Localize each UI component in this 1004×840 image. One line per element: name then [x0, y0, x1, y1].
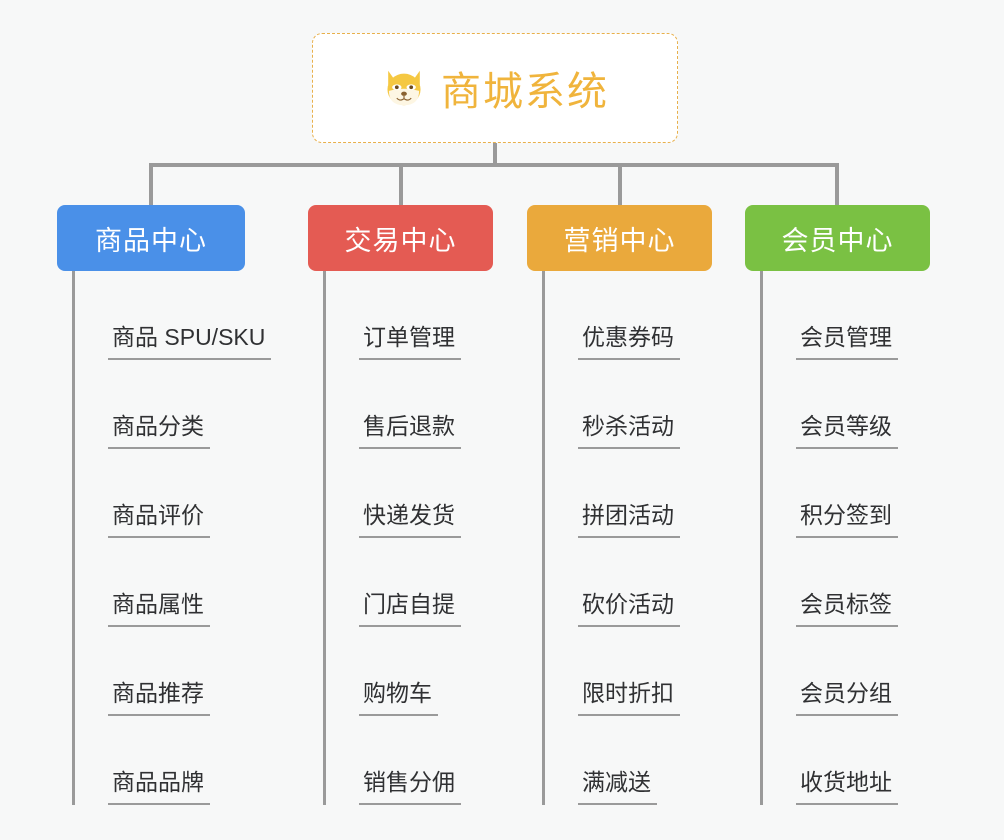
leaf-item-label: 商品属性 [108, 591, 210, 627]
leaf-item-label: 门店自提 [359, 591, 461, 627]
root-title: 商城系统 [441, 70, 609, 114]
leaf-item-label: 商品分类 [108, 413, 210, 449]
leaf-list-marketing-center: 优惠券码秒杀活动拼团活动砍价活动限时折扣满减送 [542, 271, 712, 805]
category-header-marketing-center[interactable]: 营销中心 [527, 205, 712, 271]
leaf-item-label: 售后退款 [359, 413, 461, 449]
leaf-item[interactable]: 满减送 [545, 716, 712, 805]
category-column-marketing-center: 营销中心优惠券码秒杀活动拼团活动砍价活动限时折扣满减送 [527, 205, 712, 805]
connector-drop-4 [835, 163, 839, 207]
leaf-item[interactable]: 商品 SPU/SKU [75, 271, 272, 360]
leaf-item[interactable]: 购物车 [326, 627, 493, 716]
category-column-member-center: 会员中心会员管理会员等级积分签到会员标签会员分组收货地址 [745, 205, 930, 805]
leaf-item-label: 限时折扣 [578, 680, 680, 716]
leaf-item-label: 商品推荐 [108, 680, 210, 716]
leaf-item[interactable]: 商品属性 [75, 538, 245, 627]
leaf-list-trade-center: 订单管理售后退款快递发货门店自提购物车销售分佣 [323, 271, 493, 805]
leaf-item-label: 商品评价 [108, 502, 210, 538]
leaf-item[interactable]: 积分签到 [763, 449, 930, 538]
leaf-item-label: 会员分组 [796, 680, 898, 716]
leaf-item[interactable]: 订单管理 [326, 271, 493, 360]
leaf-item[interactable]: 会员分组 [763, 627, 930, 716]
leaf-item[interactable]: 商品推荐 [75, 627, 245, 716]
leaf-item-label: 拼团活动 [578, 502, 680, 538]
category-label: 交易中心 [344, 225, 457, 256]
leaf-item[interactable]: 秒杀活动 [545, 360, 712, 449]
leaf-item[interactable]: 会员管理 [763, 271, 930, 360]
leaf-item-label: 订单管理 [359, 324, 461, 360]
leaf-item-label: 会员管理 [796, 324, 898, 360]
leaf-list-member-center: 会员管理会员等级积分签到会员标签会员分组收货地址 [760, 271, 930, 805]
leaf-item[interactable]: 拼团活动 [545, 449, 712, 538]
leaf-item[interactable]: 会员标签 [763, 538, 930, 627]
connector-drop-1 [149, 163, 153, 207]
leaf-item-label: 满减送 [578, 769, 657, 805]
leaf-item-label: 收货地址 [796, 769, 898, 805]
category-label: 会员中心 [781, 225, 894, 256]
leaf-item[interactable]: 商品评价 [75, 449, 245, 538]
category-header-trade-center[interactable]: 交易中心 [308, 205, 493, 271]
dog-face-icon [381, 65, 427, 111]
connector-horizontal-bus [149, 163, 839, 167]
leaf-item-label: 商品品牌 [108, 769, 210, 805]
leaf-item-label: 商品 SPU/SKU [108, 324, 272, 360]
connector-drop-2 [399, 163, 403, 207]
root-node[interactable]: 商城系统 [312, 33, 678, 143]
leaf-item-label: 快递发货 [359, 502, 461, 538]
category-column-product-center: 商品中心商品 SPU/SKU 商品分类商品评价商品属性商品推荐商品品牌 [57, 205, 272, 805]
category-header-product-center[interactable]: 商品中心 [57, 205, 245, 271]
leaf-item[interactable]: 销售分佣 [326, 716, 493, 805]
category-column-trade-center: 交易中心订单管理售后退款快递发货门店自提购物车销售分佣 [308, 205, 493, 805]
leaf-item[interactable]: 快递发货 [326, 449, 493, 538]
leaf-item[interactable]: 会员等级 [763, 360, 930, 449]
leaf-item[interactable]: 商品分类 [75, 360, 245, 449]
leaf-item[interactable]: 商品品牌 [75, 716, 245, 805]
leaf-item[interactable]: 砍价活动 [545, 538, 712, 627]
leaf-item[interactable]: 优惠券码 [545, 271, 712, 360]
category-label: 商品中心 [95, 225, 207, 256]
leaf-item[interactable]: 限时折扣 [545, 627, 712, 716]
connector-root-stem [493, 143, 497, 167]
leaf-item[interactable]: 收货地址 [763, 716, 930, 805]
leaf-item-label: 会员标签 [796, 591, 898, 627]
leaf-item[interactable]: 门店自提 [326, 538, 493, 627]
leaf-list-product-center: 商品 SPU/SKU 商品分类商品评价商品属性商品推荐商品品牌 [72, 271, 272, 805]
category-label: 营销中心 [563, 225, 676, 256]
leaf-item-label: 会员等级 [796, 413, 898, 449]
category-header-member-center[interactable]: 会员中心 [745, 205, 930, 271]
leaf-item-label: 优惠券码 [578, 324, 680, 360]
leaf-item-label: 销售分佣 [359, 769, 461, 805]
leaf-item[interactable]: 售后退款 [326, 360, 493, 449]
leaf-item-label: 购物车 [359, 680, 438, 716]
leaf-item-label: 秒杀活动 [578, 413, 680, 449]
leaf-item-label: 积分签到 [796, 502, 898, 538]
connector-drop-3 [618, 163, 622, 207]
leaf-item-label: 砍价活动 [578, 591, 680, 627]
